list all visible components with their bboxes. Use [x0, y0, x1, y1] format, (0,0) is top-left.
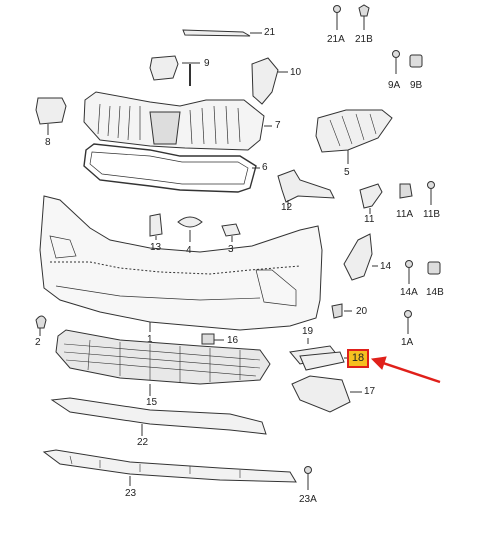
label-1a: 1A [401, 337, 414, 348]
label-9b: 9B [410, 80, 423, 91]
label-9a: 9A [388, 80, 401, 91]
part-9-bracket [149, 55, 179, 81]
label-1: 1 [147, 334, 153, 345]
part-8-bracket [35, 97, 67, 125]
part-14b-nut [427, 261, 441, 275]
part-1a-screw [404, 310, 412, 334]
label-21b: 21B [355, 34, 373, 45]
part-23a-screw [304, 466, 312, 490]
label-18-highlighted: 18 [347, 349, 369, 368]
label-3: 3 [228, 244, 234, 255]
label-12: 12 [281, 202, 293, 213]
part-18-insert [299, 351, 345, 371]
part-11a-clip [399, 183, 413, 199]
part-21a-fastener [333, 5, 341, 30]
part-15-lower-grille [55, 329, 271, 385]
label-14a: 14A [400, 287, 418, 298]
label-2: 2 [35, 337, 41, 348]
part-17-trim [291, 375, 351, 413]
label-21: 21 [264, 27, 276, 38]
part-22-spoiler [50, 397, 267, 435]
label-6: 6 [262, 162, 268, 173]
part-11-clip [359, 183, 383, 209]
label-21a: 21A [327, 34, 345, 45]
part-9a-screw [392, 50, 400, 74]
part-12-bracket [277, 169, 335, 203]
label-19: 19 [302, 326, 314, 337]
label-8: 8 [45, 137, 51, 148]
part-3-cover [221, 223, 241, 237]
part-9b-nut [409, 54, 423, 68]
label-11: 11 [364, 214, 375, 225]
label-16: 16 [227, 335, 239, 346]
label-5: 5 [344, 167, 350, 178]
part-21-strip [182, 29, 251, 37]
label-14: 14 [380, 261, 392, 272]
part-14-bracket [343, 233, 373, 281]
part-21b-fastener [358, 4, 370, 30]
part-14a-screw [405, 260, 413, 284]
part-6-grille-frame [83, 143, 257, 193]
label-9: 9 [204, 58, 210, 69]
label-20: 20 [356, 306, 368, 317]
label-11b: 11B [423, 209, 441, 220]
highlight-arrow [370, 356, 441, 384]
part-5-side-grille [315, 109, 393, 153]
label-17: 17 [364, 386, 376, 397]
part-23-undertray [42, 449, 297, 483]
part-13-bracket [149, 213, 163, 237]
part-16-clip [201, 333, 215, 345]
label-22: 22 [137, 437, 149, 448]
part-10-bracket [251, 57, 279, 105]
label-13: 13 [150, 242, 162, 253]
label-23a: 23A [299, 494, 317, 505]
part-20-clip [331, 303, 343, 319]
label-15: 15 [146, 397, 158, 408]
label-7: 7 [275, 120, 281, 131]
part-11b-screw [427, 181, 435, 205]
label-14b: 14B [426, 287, 444, 298]
part-1-bumper-cover [39, 195, 323, 331]
part-4-bezel [177, 216, 203, 228]
label-10: 10 [290, 67, 302, 78]
label-4: 4 [186, 245, 192, 256]
label-23: 23 [125, 488, 137, 499]
part-2-cap [35, 315, 47, 329]
label-11a: 11A [396, 209, 414, 220]
